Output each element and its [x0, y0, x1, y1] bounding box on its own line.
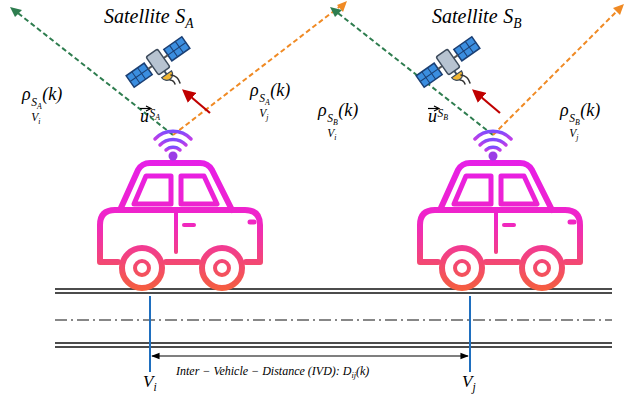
- label-text: A: [265, 98, 270, 107]
- label-text: ρ: [560, 100, 569, 120]
- label-text: Inter − Vehicle − Distance (IVD): D: [176, 364, 351, 378]
- label-text: i: [334, 133, 336, 142]
- ray-heads: [10, 1, 624, 17]
- label-text: A: [155, 113, 160, 122]
- label-text: Satellite: [432, 5, 498, 27]
- road: [55, 289, 612, 347]
- label-text: ρ: [250, 80, 259, 100]
- satellite-title: SatelliteSB: [432, 4, 521, 32]
- subscript: Vj: [569, 127, 580, 142]
- label-text: S: [503, 5, 513, 27]
- label-text: B: [575, 118, 580, 127]
- car-icon: [100, 131, 260, 288]
- unit-vector-arrow: [474, 91, 500, 113]
- label-text: V: [31, 111, 38, 123]
- label-text: B: [513, 16, 521, 31]
- distance-arrow: [152, 355, 468, 356]
- label-text: B: [443, 113, 448, 122]
- label-text: V: [143, 372, 153, 391]
- label-text: V: [569, 127, 576, 139]
- superscript: SA: [31, 96, 42, 111]
- vehicle-label: Vj: [462, 372, 476, 395]
- label-text: (k): [580, 100, 600, 120]
- label-text: Satellite: [104, 5, 170, 27]
- label-text: i: [153, 381, 156, 394]
- vector-arrow: [427, 105, 442, 112]
- label-text: j: [472, 381, 475, 394]
- label-text: j: [266, 113, 268, 122]
- label-text: S: [259, 92, 265, 104]
- script-stack: SAVi: [31, 96, 42, 126]
- vehicle-label: Vi: [143, 372, 157, 395]
- superscript: SB: [569, 112, 580, 127]
- label-text: S: [327, 112, 333, 124]
- superscript: SA: [259, 92, 270, 107]
- script-stack: SAVj: [259, 92, 270, 122]
- superscript: SB: [327, 112, 338, 127]
- signal-rays: [14, 4, 620, 135]
- label-text: S: [175, 5, 185, 27]
- subscript: Vi: [327, 127, 338, 142]
- script-stack: SBVj: [569, 112, 580, 142]
- label-text: (k): [42, 84, 62, 104]
- label-text: ij: [351, 371, 356, 380]
- distance-label: Inter − Vehicle − Distance (IVD): Dij(k): [176, 364, 369, 381]
- label-text: (k): [338, 100, 358, 120]
- satellite-title: SatelliteSA: [104, 4, 193, 32]
- unit-vector-arrow: [184, 91, 210, 113]
- label-text: S: [569, 112, 575, 124]
- pseudorange-label: ρSAVi(k): [22, 84, 62, 126]
- pseudorange-label: ρSBVi(k): [318, 100, 358, 142]
- script-stack: SBVi: [327, 112, 338, 142]
- label-text: A: [185, 16, 193, 31]
- label-text: (k): [356, 364, 369, 378]
- pseudorange-label: ρSBVj(k): [560, 100, 600, 142]
- label-text: j: [576, 133, 578, 142]
- vehicle-reference-line: [149, 296, 151, 372]
- label-text: ρ: [318, 100, 327, 120]
- subscript: Vj: [259, 107, 270, 122]
- satellite-icon: [124, 33, 198, 98]
- label-text: S: [31, 96, 37, 108]
- unit-vector-label: uSB: [428, 106, 449, 128]
- label-text: ρ: [22, 84, 31, 104]
- satellite-icon: [414, 33, 488, 98]
- vehicle-reference-line: [469, 296, 471, 372]
- vector-arrow: [139, 105, 154, 112]
- car-icon: [420, 131, 580, 288]
- pseudorange-label: ρSAVj(k): [250, 80, 290, 122]
- label-text: V: [462, 372, 472, 391]
- label-text: B: [333, 118, 338, 127]
- label-text: (k): [270, 80, 290, 100]
- label-text: i: [38, 117, 40, 126]
- label-text: V: [327, 127, 334, 139]
- label-text: V: [259, 107, 266, 119]
- subscript: Vi: [31, 111, 42, 126]
- label-text: A: [37, 102, 42, 111]
- unit-vector-label: uSA: [140, 106, 161, 128]
